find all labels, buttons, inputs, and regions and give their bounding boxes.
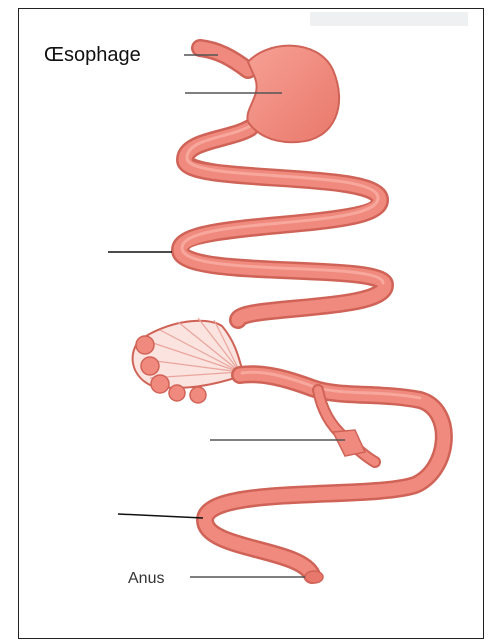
label-anus: Anus [128,570,164,587]
intestinal-tract [180,126,385,320]
shade-band [310,12,468,26]
stomach [247,46,339,143]
label-oesophage: Œsophage [44,44,141,66]
anus-end [305,571,323,583]
leader-line-rectum [118,514,203,518]
mesentery-fan [133,318,244,403]
